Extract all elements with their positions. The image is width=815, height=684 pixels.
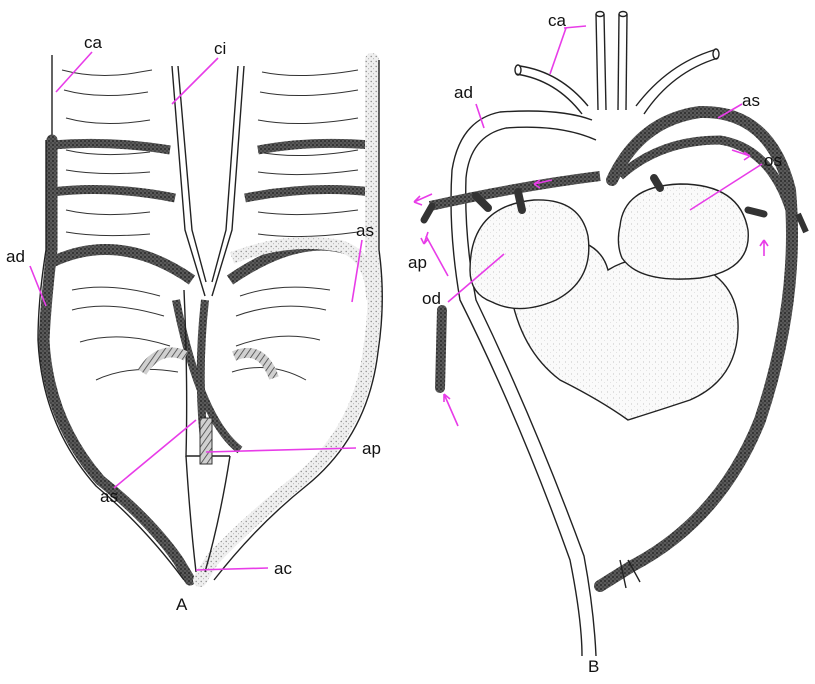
panel-b-label-ad: ad (454, 83, 473, 102)
panel-a-label-ad: ad (6, 247, 25, 266)
panel-a-label-as-right: as (356, 221, 374, 240)
panel-b-caption: B (588, 657, 599, 676)
panel-b-label-ca: ca (548, 11, 567, 30)
panel-a-label-ac: ac (274, 559, 292, 578)
panel-b-label-od: od (422, 289, 441, 308)
panel-b-label-as: as (742, 91, 760, 110)
panel-b-label-ap: ap (408, 253, 427, 272)
panel-b: ca ad as os ap od B (408, 11, 806, 676)
panel-a-arches (62, 70, 358, 380)
panel-b-left-atrium (618, 184, 748, 279)
panel-a: ca ci ad as as ap ac A (6, 33, 382, 614)
panel-b-carotids (515, 12, 719, 115)
panel-a-label-ci: ci (214, 39, 226, 58)
panel-a-label-ca: ca (84, 33, 103, 52)
panel-a-caption: A (176, 595, 188, 614)
panel-a-label-ap: ap (362, 439, 381, 458)
panel-b-label-os: os (764, 151, 782, 170)
panel-a-label-as-lower: as (100, 487, 118, 506)
panel-a-dorsal-aorta (44, 140, 190, 580)
